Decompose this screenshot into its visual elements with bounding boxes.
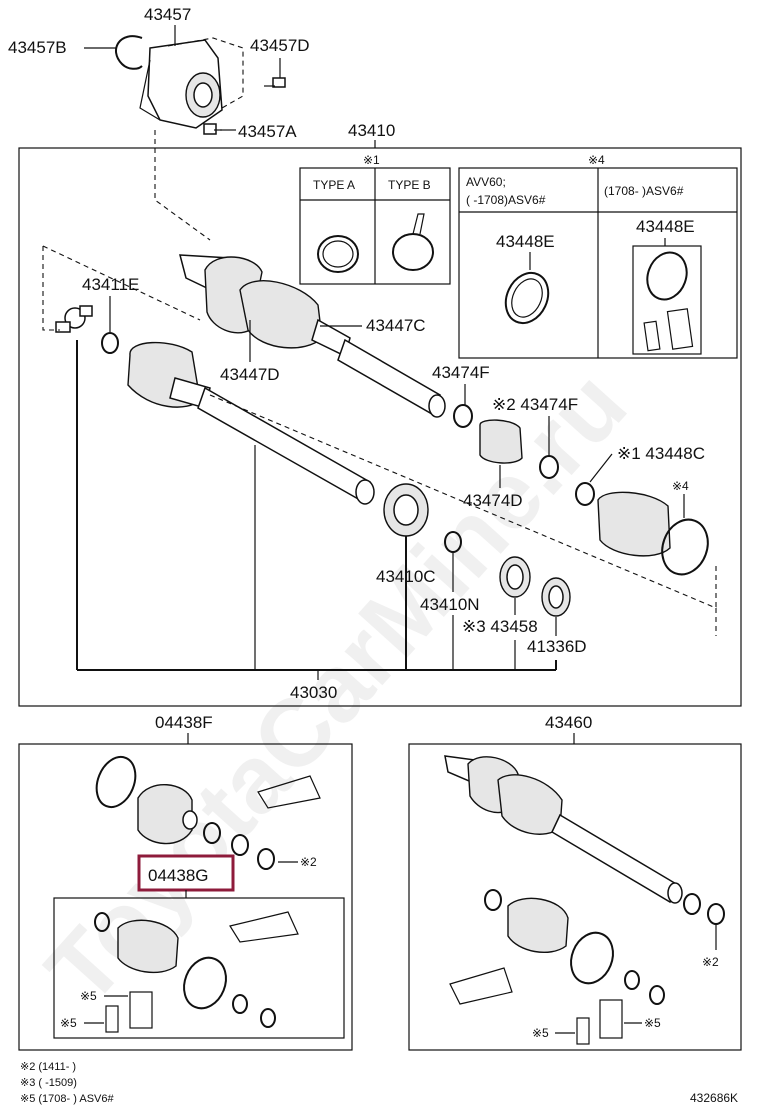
mark-5-assembly-b: ※5 (532, 1026, 549, 1040)
bracket-43457-illustration (139, 37, 244, 129)
snap-ring-43410N (444, 531, 462, 553)
bolt-43457A (203, 123, 222, 135)
mark-4-boot: ※4 (672, 479, 689, 493)
seal-43458 (499, 556, 531, 598)
label-43447C: 43447C (366, 316, 426, 335)
inset-type-mark: ※1 (363, 153, 380, 167)
label-04438F: 04438F (155, 713, 213, 732)
label-43411E: 43411E (82, 275, 139, 294)
mark-5-assembly-a: ※5 (644, 1016, 661, 1030)
inset-avv-mark: ※4 (588, 153, 605, 167)
type-a-label: TYPE A (313, 178, 355, 192)
mark-5-kit-a: ※5 (80, 989, 97, 1003)
label-43410N: 43410N (420, 595, 480, 614)
footnote-2: ※2 (1411- ) (20, 1061, 76, 1073)
avv-right-line1: (1708- )ASV6# (604, 184, 684, 198)
label-43457A: 43457A (238, 122, 297, 141)
label-43458: ※3 43458 (462, 617, 538, 636)
assembly-43460-illustration (444, 755, 725, 1045)
label-43474F: 43474F (432, 363, 490, 382)
label-41336D: 41336D (527, 637, 587, 656)
mark-5-kit-b: ※5 (60, 1016, 77, 1030)
avv-left-line1: AVV60; (466, 175, 506, 189)
kit-04438G-illustration (94, 911, 299, 1033)
label-43457: 43457 (144, 5, 191, 24)
label-43030: 43030 (290, 683, 337, 702)
highlight-box-04438G[interactable] (137, 854, 235, 892)
mark-2-assembly: ※2 (702, 955, 719, 969)
label-43448C: ※1 43448C (617, 444, 705, 463)
label-43457D: 43457D (250, 36, 310, 55)
inset-type-a-b: ※1 TYPE A TYPE B (299, 153, 451, 285)
clamp-43448C (575, 482, 595, 506)
kit-04438F-illustration (95, 755, 321, 870)
diagram-id: 432686K (690, 1091, 738, 1105)
snap-ring-43457B (115, 35, 143, 70)
kit-box-04438G (53, 897, 345, 1039)
label-43448E-right: 43448E (636, 217, 695, 236)
label-43457B: 43457B (8, 38, 67, 57)
footnote-5: ※5 (1708- ) ASV6# (20, 1093, 114, 1105)
avv-left-line2: ( -1708)ASV6# (466, 193, 546, 207)
type-b-label: TYPE B (388, 178, 431, 192)
inner-shaft-assembly-illustration (127, 341, 429, 537)
bolt-43457D (264, 77, 286, 88)
assembly-box-43460 (408, 743, 742, 1051)
label-43448E-left: 43448E (496, 232, 555, 251)
label-43474D: 43474D (463, 491, 523, 510)
snap-ring-43411E (101, 332, 119, 354)
assembly-box-43410 (18, 147, 742, 707)
label-43460: 43460 (545, 713, 592, 732)
label-43410: 43410 (348, 121, 395, 140)
inset-avv60-asv6: ※4 AVV60; ( -1708)ASV6# (1708- )ASV6# 43… (458, 153, 738, 359)
kit-box-04438F (18, 743, 353, 1051)
seal-41336D (541, 577, 571, 617)
spider-43411E (55, 305, 93, 333)
bracket-43030 (76, 340, 557, 680)
clamp-43474F (453, 404, 473, 428)
tone-ring-43474D (479, 419, 523, 464)
footnote-3: ※3 ( -1509) (20, 1077, 77, 1089)
outer-shaft-assembly-illustration (179, 254, 446, 418)
label-04438G[interactable]: 04438G (148, 866, 209, 885)
label-43474F-2: ※2 43474F (492, 395, 578, 414)
boot-43448C-illustration (597, 491, 709, 576)
mark-2-kit: ※2 (300, 855, 317, 869)
label-43447D: 43447D (220, 365, 280, 384)
